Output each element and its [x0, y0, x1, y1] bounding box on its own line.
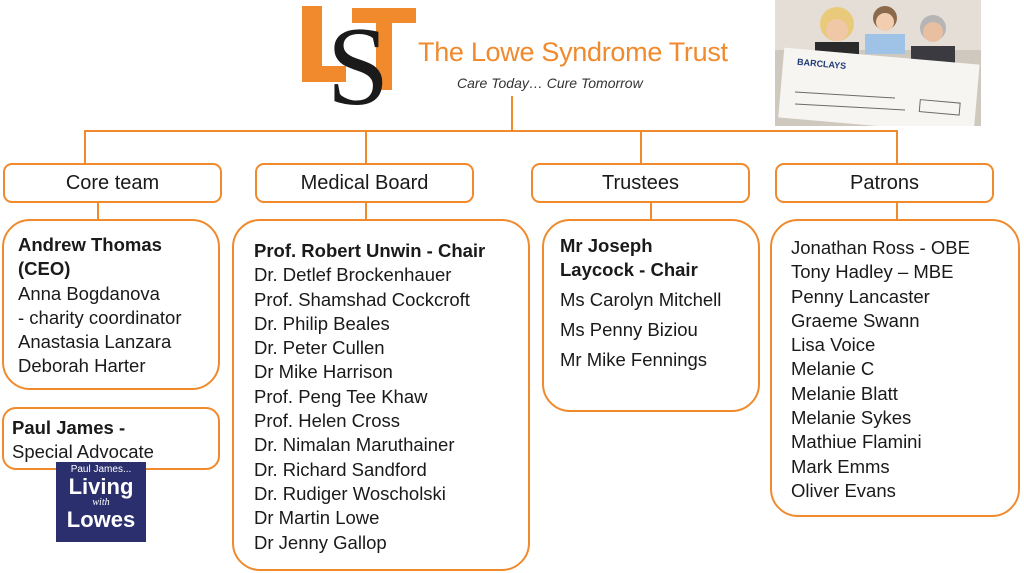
list-item: Ms Penny Biziou: [560, 319, 698, 340]
list-item: Melanie C: [791, 358, 875, 380]
list-item: Melanie Sykes: [791, 407, 912, 429]
list-item: Melanie Blatt: [791, 382, 898, 404]
core-team-box: [2, 219, 220, 390]
list-item: Oliver Evans: [791, 479, 896, 501]
list-item: Anastasia Lanzara: [18, 331, 172, 353]
medical-board-list: Prof. Robert Unwin - Chair Dr. Detlef Br…: [254, 239, 485, 555]
org-title: The Lowe Syndrome Trust: [418, 37, 728, 67]
core-team-lead: Andrew Thomas: [18, 234, 162, 255]
core-team-list: Andrew Thomas (CEO) Anna Bogdanova - cha…: [18, 233, 181, 379]
connector-core: [97, 202, 99, 220]
list-item: Dr. Detlef Brockenhauer: [254, 264, 452, 286]
trustees-chair-line1: Mr Joseph: [560, 235, 653, 256]
list-item: Prof. Shamshad Cockcroft: [254, 288, 470, 310]
connector-trustees: [650, 202, 652, 220]
header-trustees: Trustees: [531, 163, 750, 203]
connector-drop-patrons: [896, 130, 898, 164]
list-item: Dr Martin Lowe: [254, 507, 380, 529]
svg-text:S: S: [327, 5, 389, 108]
list-item: Lisa Voice: [791, 334, 876, 356]
patrons-box: [770, 219, 1020, 517]
advocate-text: Paul James - Special Advocate: [12, 416, 154, 465]
list-item: Prof. Peng Tee Khaw: [254, 385, 428, 407]
list-item: Dr Mike Harrison: [254, 361, 393, 383]
medical-board-box: [232, 219, 530, 571]
list-item: Dr Jenny Gallop: [254, 531, 387, 553]
list-item: Dr. Rudiger Woscholski: [254, 482, 446, 504]
list-item: Ms Carolyn Mitchell: [560, 289, 722, 310]
list-item: Dr. Philip Beales: [254, 312, 390, 334]
trustees-list: Ms Carolyn Mitchell Ms Penny Biziou Mr M…: [560, 285, 721, 375]
living-with-lowes-logo: Paul James... Living with Lowes: [56, 462, 146, 542]
list-item: - charity coordinator: [18, 306, 182, 328]
list-item: Dr. Peter Cullen: [254, 337, 385, 359]
trustees-chair-line2: Laycock - Chair: [560, 259, 698, 281]
connector-drop-trustees: [640, 130, 642, 164]
list-item: Mark Emms: [791, 455, 890, 477]
connector-medical: [365, 202, 367, 220]
list-item: Dr. Nimalan Maruthainer: [254, 434, 455, 456]
list-item: Tony Hadley – MBE: [791, 261, 954, 283]
advocate-role: Special Advocate: [12, 441, 154, 463]
cheque-photo: BARCLAYS: [775, 0, 981, 126]
svg-text:BARCLAYS: BARCLAYS: [797, 57, 847, 71]
connector-patrons: [896, 202, 898, 220]
list-item: Deborah Harter: [18, 355, 146, 377]
list-item: Anna Bogdanova: [18, 282, 160, 304]
connector-horizontal: [84, 130, 898, 132]
header-core-team: Core team: [3, 163, 222, 203]
org-tagline: Care Today… Cure Tomorrow: [457, 75, 643, 91]
connector-drop-medical: [365, 130, 367, 164]
list-item: Mr Mike Fennings: [560, 349, 708, 370]
trustees-chair: Mr Joseph Laycock - Chair: [560, 234, 698, 283]
medical-board-chair: Prof. Robert Unwin - Chair: [254, 240, 486, 261]
list-item: Mathiue Flamini: [791, 431, 922, 453]
patrons-list: Jonathan Ross - OBE Tony Hadley – MBE Pe…: [791, 236, 970, 503]
connector-trunk: [511, 96, 513, 131]
core-team-lead-role: (CEO): [18, 258, 71, 280]
list-item: Graeme Swann: [791, 309, 920, 331]
list-item: Prof. Helen Cross: [254, 410, 400, 432]
connector-drop-core: [84, 130, 86, 164]
trustees-box: [542, 219, 760, 412]
lst-logo: S: [302, 5, 416, 108]
header-medical-board: Medical Board: [255, 163, 474, 203]
list-item: Dr. Richard Sandford: [254, 458, 427, 480]
list-item: Penny Lancaster: [791, 285, 930, 307]
list-item: Jonathan Ross - OBE: [791, 237, 970, 258]
header-patrons: Patrons: [775, 163, 994, 203]
advocate-name: Paul James -: [12, 417, 126, 438]
